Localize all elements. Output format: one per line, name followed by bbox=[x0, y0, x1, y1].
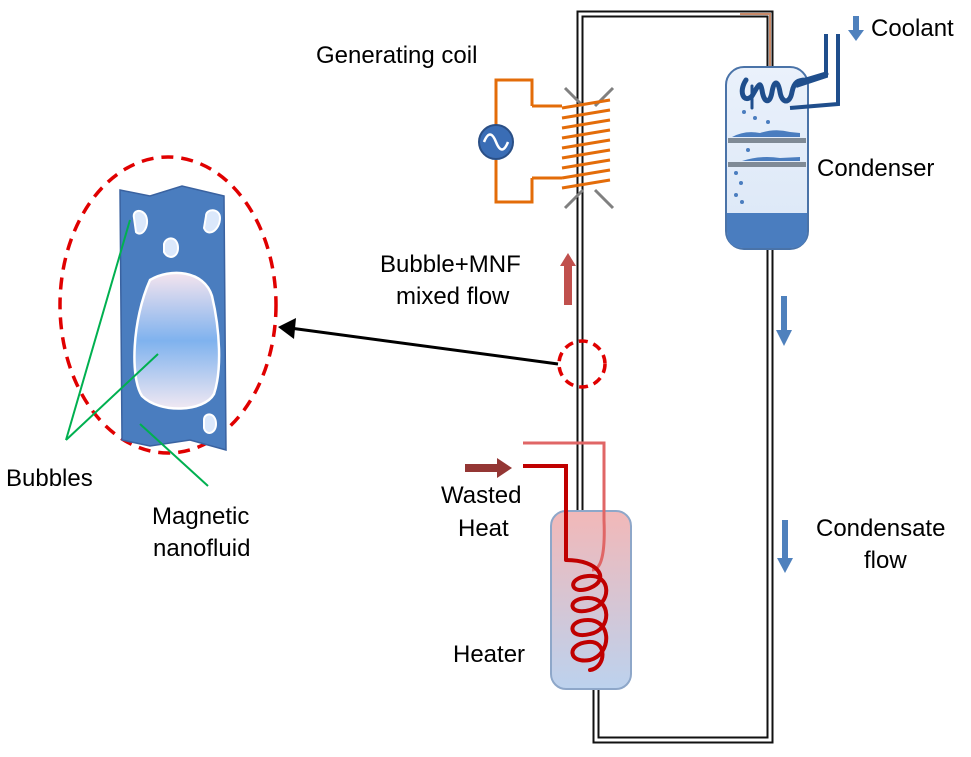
large-bubble bbox=[133, 271, 221, 410]
hot-pipe-inner bbox=[523, 464, 568, 560]
bubbles-label: Bubbles bbox=[6, 465, 93, 492]
small-bubbles bbox=[132, 209, 222, 434]
condensate-arrow-lower bbox=[777, 520, 793, 573]
condensate-flow-label-line2: flow bbox=[864, 547, 907, 574]
coolant-label: Coolant bbox=[871, 15, 954, 42]
coil-windings bbox=[561, 98, 611, 190]
loop-pipe bbox=[576, 10, 774, 744]
zoom-ring bbox=[58, 155, 278, 455]
condensate-pool bbox=[727, 213, 807, 248]
zoom-pointer-arrow bbox=[278, 318, 559, 366]
condenser-coil-icon bbox=[739, 71, 829, 110]
wasted-heat-label-line1: Wasted bbox=[441, 482, 521, 509]
heater bbox=[523, 441, 632, 690]
label-pointer-lines bbox=[65, 219, 209, 487]
mixed-flow-arrow bbox=[560, 253, 576, 305]
coolant-tubes bbox=[789, 34, 840, 110]
condensate-arrow-upper bbox=[776, 296, 792, 346]
generating-coil-label: Generating coil bbox=[316, 42, 477, 69]
zoomed-pipe-view bbox=[58, 155, 278, 487]
condenser bbox=[725, 34, 840, 250]
coil-circuit-wire bbox=[494, 78, 534, 204]
mixed-flow-label-line2: mixed flow bbox=[396, 283, 510, 310]
heater-coil-icon bbox=[564, 558, 609, 672]
generating-coil bbox=[478, 78, 615, 210]
condenser-label: Condenser bbox=[817, 155, 934, 182]
heater-label: Heater bbox=[453, 641, 525, 668]
wasted-heat-label-line2: Heat bbox=[458, 515, 509, 542]
coolant-arrow bbox=[848, 16, 864, 41]
magnetic-nanofluid-label-line1: Magnetic bbox=[152, 503, 249, 530]
ac-source-icon bbox=[478, 124, 514, 160]
condensate-droplets bbox=[734, 110, 770, 204]
magnetic-nanofluid-label-line2: nanofluid bbox=[153, 535, 250, 562]
wasted-heat-arrow bbox=[465, 458, 512, 478]
magnifier-focus-circle bbox=[557, 339, 607, 389]
condenser-tray-upper bbox=[728, 138, 806, 143]
condenser-tray-lower bbox=[728, 162, 806, 167]
condensate-flow-label-line1: Condensate bbox=[816, 515, 945, 542]
mixed-flow-label-line1: Bubble+MNF bbox=[380, 251, 521, 278]
